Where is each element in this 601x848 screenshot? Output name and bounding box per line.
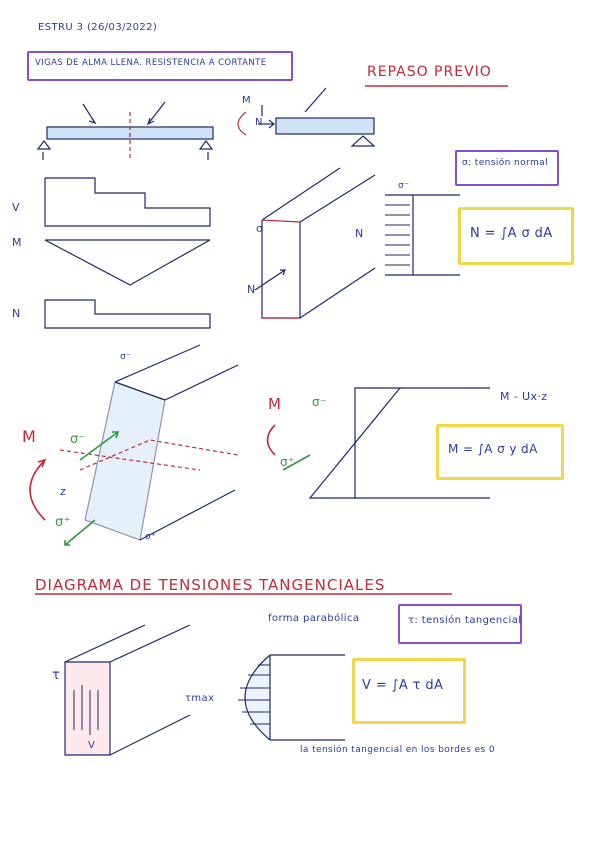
review-title: REPASO PREVIO xyxy=(367,64,492,80)
linear-stress-diagram xyxy=(308,387,490,499)
m-ux-label: M - Ux·z xyxy=(500,390,548,403)
v-shear-label: V xyxy=(88,740,96,751)
topic-box xyxy=(27,51,293,81)
vec-m-label: M xyxy=(242,95,252,106)
n-arrow-label: N xyxy=(355,227,364,240)
u-minus-right: σ⁻ xyxy=(312,395,327,409)
moment-formula: M = ∫A σ y dA xyxy=(448,442,538,456)
vec-n-label: N xyxy=(255,117,263,128)
normal-stress-block xyxy=(254,167,460,319)
bending-block xyxy=(59,344,239,541)
tau-label: τ xyxy=(52,668,61,683)
normal-stress-legend-box xyxy=(455,150,559,186)
tau-max-label: τmax xyxy=(185,693,215,704)
n-label: N xyxy=(12,307,21,320)
moment-m-right: M xyxy=(268,395,282,413)
u-minus-label: σ⁻ xyxy=(70,432,86,447)
sigma-minus-top: σ⁻ xyxy=(398,181,410,191)
cut-beam xyxy=(237,87,376,147)
v-label: V xyxy=(12,201,20,214)
topic-text: VIGAS DE ALMA LLENA. RESISTENCIA A CORTA… xyxy=(35,58,267,68)
n-vector-label: N xyxy=(247,283,256,296)
sigma-label: σ xyxy=(256,222,264,235)
shear-legend-box xyxy=(398,604,522,644)
normal-stress-legend: σ: tensión normal xyxy=(462,158,548,168)
moment-m-label: M xyxy=(22,427,37,446)
moment-arrow xyxy=(29,424,276,521)
u-plus-label: σ⁺ xyxy=(55,515,71,530)
u-plus-right: σ⁺ xyxy=(280,455,295,469)
shear-section-title: DIAGRAMA DE TENSIONES TANGENCIALES xyxy=(35,576,386,594)
beam-diagram xyxy=(36,101,214,160)
shear-arrows xyxy=(73,685,99,735)
parabolic-note: forma parabólica xyxy=(268,613,360,624)
date-header: ESTRU 3 (26/03/2022) xyxy=(38,22,158,33)
normal-formula-box xyxy=(458,207,574,265)
green-vectors xyxy=(64,431,311,546)
parabola-diagram xyxy=(244,654,345,741)
normal-formula: N = ∫A σ dA xyxy=(470,226,553,241)
sigma-minus-block: σ⁻ xyxy=(120,352,132,362)
parabola-lines xyxy=(238,664,270,725)
stress-arrows xyxy=(385,204,410,266)
shear-legend: τ: tensión tangencial xyxy=(408,615,522,626)
shear-formula-box xyxy=(352,658,466,724)
m-label: M xyxy=(12,236,22,249)
shear-formula: V = ∫A τ dA xyxy=(362,678,444,693)
edge-note: la tensión tangencial en los bordes es 0 xyxy=(300,745,495,755)
z-label: z xyxy=(60,485,67,498)
vmn-diagrams xyxy=(44,177,211,329)
sigma-plus-block: σ⁺ xyxy=(145,532,157,542)
moment-formula-box xyxy=(436,424,564,480)
shear-block xyxy=(64,624,191,756)
